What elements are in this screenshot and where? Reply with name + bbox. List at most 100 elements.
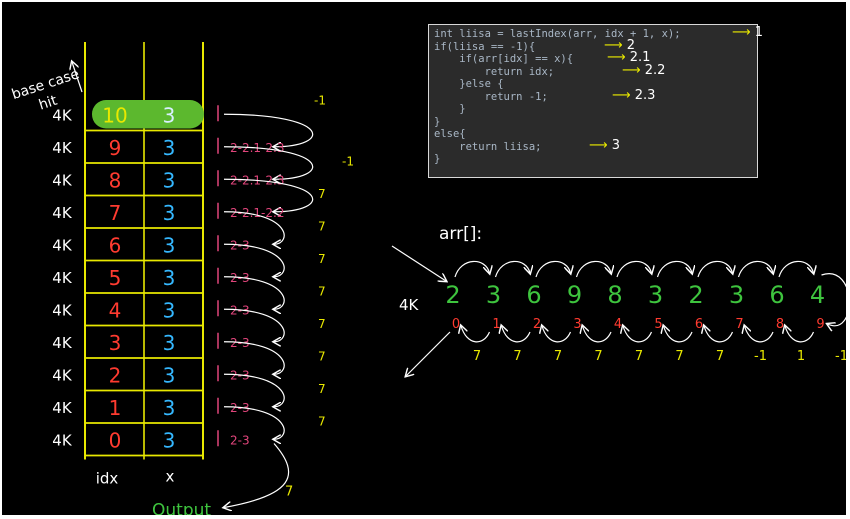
array-index: 5: [654, 317, 662, 332]
frame-idx-value: 0: [109, 428, 122, 452]
output-arrow: [224, 443, 290, 508]
array-return-value: 7: [635, 349, 643, 364]
step-number: 1: [754, 25, 764, 40]
array-return-value: 7: [473, 349, 481, 364]
frame-idx-value: 2: [109, 363, 122, 387]
return-arrow: [664, 326, 693, 343]
code-line-6: return -1;: [434, 90, 548, 103]
return-arrow: [745, 326, 774, 343]
step-number: 2: [626, 37, 636, 53]
yellow-arrow-icon: ⟶: [607, 50, 630, 65]
frame-idx-value: 9: [109, 136, 122, 160]
array-index: 4: [614, 317, 622, 332]
base-case-arrow: [72, 62, 83, 93]
return-arrow: [223, 178, 314, 212]
code-line-7: }: [434, 103, 466, 115]
call-arrow: [575, 260, 612, 278]
output-label: Output: [152, 501, 211, 516]
frame-return-value: 7: [318, 284, 326, 298]
array-return-value: 7: [594, 349, 602, 364]
array-index: 1: [492, 317, 500, 332]
frame-idx-value: 7: [109, 201, 122, 225]
return-arrow: [223, 308, 285, 342]
output-value: 7: [285, 485, 293, 500]
frame-x-value: 3: [163, 233, 176, 257]
frame-return-value: -1: [314, 93, 326, 107]
frame-return-value: 7: [318, 219, 326, 233]
array-return-value: 7: [554, 349, 562, 364]
frame-idx-value: 8: [109, 168, 122, 192]
stack-size-label: 4K: [52, 139, 73, 157]
code-line-11: }: [434, 153, 441, 165]
stack-size-label: 4K: [52, 301, 73, 319]
call-arrow: [494, 260, 531, 278]
call-arrow: [454, 260, 490, 278]
return-arrow: [542, 326, 572, 343]
idx-column-label: idx: [96, 470, 119, 488]
return-arrow: [223, 146, 314, 180]
array-return-value: 1: [797, 349, 805, 364]
code-annotation-4: ⟶ 2.2: [622, 63, 665, 78]
frame-return-value: 7: [318, 187, 326, 201]
return-arrow: [223, 406, 285, 440]
array-value: 3: [648, 281, 663, 309]
frame-x-value: 3: [163, 363, 176, 387]
call-arrow: [656, 260, 693, 278]
array-value: 2: [445, 281, 460, 309]
return-arrow: [461, 326, 491, 343]
frame-trace: 2-3: [230, 433, 250, 447]
return-arrow: [223, 211, 285, 245]
frame-return-value: 7: [318, 317, 326, 331]
frame-x-value: 3: [163, 396, 176, 420]
frame-idx-value: 3: [109, 331, 122, 355]
return-arrow: [223, 276, 285, 310]
stack-size-label: 4K: [52, 431, 73, 449]
code-annotation-10: ⟶ 3: [589, 138, 620, 153]
array-return-value: -1: [754, 349, 767, 364]
return-arrow: [704, 326, 734, 343]
code-line-1: int liisa = lastIndex(arr, idx + 1, x);: [434, 28, 681, 40]
frame-x-value: 3: [163, 201, 176, 225]
array-value: 3: [486, 281, 501, 309]
array-label: arr[]:: [439, 224, 482, 244]
code-line-4: return idx;: [434, 65, 555, 78]
frame-idx-value: 5: [109, 266, 122, 290]
x-column-label: x: [166, 468, 175, 486]
call-arrow: [535, 260, 571, 278]
frame-return-value: 7: [318, 349, 326, 363]
code-annotation-1: ⟶ 1: [732, 25, 763, 40]
yellow-arrow-icon: ⟶: [732, 25, 755, 40]
array-index: 7: [735, 317, 743, 332]
array-return-value: 7: [716, 349, 724, 364]
array-entry-arrow: [391, 245, 446, 281]
frame-return-value: 7: [318, 414, 326, 428]
array-value: 4: [810, 281, 825, 309]
frame-idx-value: 4: [109, 298, 122, 322]
array-index: 9: [816, 317, 824, 332]
frame-return-value: 7: [318, 252, 326, 266]
array-index: 8: [776, 317, 784, 332]
yellow-arrow-icon: ⟶: [589, 137, 612, 153]
step-number: 2.3: [634, 87, 656, 103]
frame-idx-value: 1: [109, 396, 122, 420]
code-line-3: if(arr[idx] == x){: [434, 53, 574, 65]
stack-size-label: 4K: [52, 204, 73, 222]
code-line-5: }else {: [434, 78, 504, 90]
array-size-label: 4K: [399, 296, 420, 314]
code-line-2: if(liisa == -1){: [434, 40, 536, 53]
call-arrow: [616, 260, 652, 278]
array-return-value: 7: [675, 349, 683, 364]
stack-size-label: 4K: [52, 399, 73, 417]
step-number: 2.2: [644, 62, 666, 78]
code-snippet: int liisa = lastIndex(arr, idx + 1, x); …: [428, 24, 758, 178]
frame-return-value: 7: [318, 382, 326, 396]
base-case-loop-arrow: [821, 273, 846, 326]
call-arrow: [697, 260, 733, 278]
return-arrow: [623, 326, 653, 343]
frame-x-value: 3: [163, 331, 176, 355]
frame-idx-value: 6: [109, 233, 122, 257]
frame-x-value: 3: [163, 168, 176, 192]
